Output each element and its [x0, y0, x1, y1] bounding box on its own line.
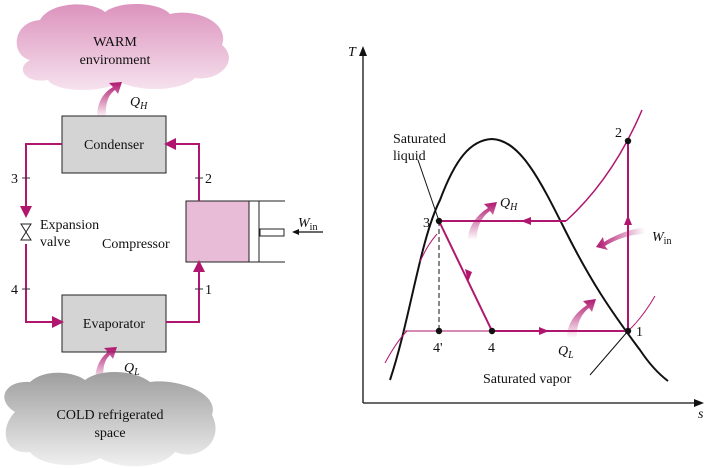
high-pressure-line	[565, 109, 643, 222]
point-3-label: 3	[423, 216, 430, 231]
condenser-box	[61, 115, 167, 174]
ts-qh-heat-arrow-icon	[468, 202, 497, 240]
state-1-label: 1	[205, 283, 212, 298]
point-2	[624, 137, 632, 145]
schematic-win-label: Win	[298, 216, 317, 233]
sat-liquid-leader	[417, 159, 440, 222]
state-4-label: 4	[11, 283, 18, 298]
ts-ql-label: QL	[558, 344, 574, 361]
state-3-label: 3	[11, 172, 18, 187]
arrow-2-icon	[624, 215, 632, 225]
ts-axes	[362, 54, 696, 404]
schematic-ql-label: QL	[124, 361, 140, 378]
cold-cloud-line2: space	[94, 426, 125, 441]
cold-space-cloud: COLD refrigerated space	[4, 371, 216, 467]
schematic-qh-label: QH	[130, 95, 148, 112]
warm-cloud-line2: environment	[80, 53, 151, 68]
ts-win-label: Win	[652, 230, 671, 247]
arrow-3-icon	[521, 217, 531, 225]
saturation-dome	[389, 137, 669, 382]
arrow-1-icon	[539, 327, 549, 335]
point-3	[435, 217, 443, 225]
ts-ql-heat-arrow-icon	[567, 299, 596, 338]
expansion-valve-icon	[20, 223, 32, 241]
sat-liquid-line1: Saturated	[393, 132, 446, 147]
sat-vapor-leader	[589, 330, 629, 376]
compressor-label: Compressor	[102, 237, 170, 252]
ts-cycle	[438, 141, 629, 332]
expansion-valve-line1: Expansion	[40, 218, 99, 233]
point-4	[488, 327, 496, 335]
warm-cloud-line1: WARM	[93, 35, 137, 50]
warm-environment-cloud: WARM environment	[16, 3, 229, 91]
point-2-label: 2	[615, 126, 622, 141]
t-axis-label: T	[348, 45, 357, 60]
ts-win-heat-arrow-icon	[596, 228, 645, 250]
state-2-label: 2	[205, 172, 212, 187]
point-4prime	[435, 327, 443, 335]
qh-heat-arrow-icon	[97, 82, 122, 118]
compressor	[185, 200, 285, 263]
refrigerant-pipes	[20, 138, 205, 328]
sat-vapor-label: Saturated vapor	[483, 372, 572, 387]
point-1-label: 1	[636, 325, 643, 340]
point-4-label: 4	[488, 341, 495, 356]
point-1	[624, 327, 632, 335]
s-axis-label: s	[698, 407, 704, 422]
arrow-4-icon	[465, 269, 472, 282]
evaporator-label: Evaporator	[83, 317, 146, 332]
point-4prime-label: 4'	[433, 341, 443, 356]
ql-heat-arrow-icon	[95, 347, 117, 382]
ts-qh-label: QH	[500, 196, 518, 213]
sat-liquid-line2: liquid	[393, 149, 426, 164]
expansion-valve-line2: valve	[40, 235, 70, 250]
condenser-label: Condenser	[84, 138, 144, 153]
evaporator-box	[61, 294, 167, 353]
cold-cloud-line1: COLD refrigerated	[57, 408, 164, 423]
